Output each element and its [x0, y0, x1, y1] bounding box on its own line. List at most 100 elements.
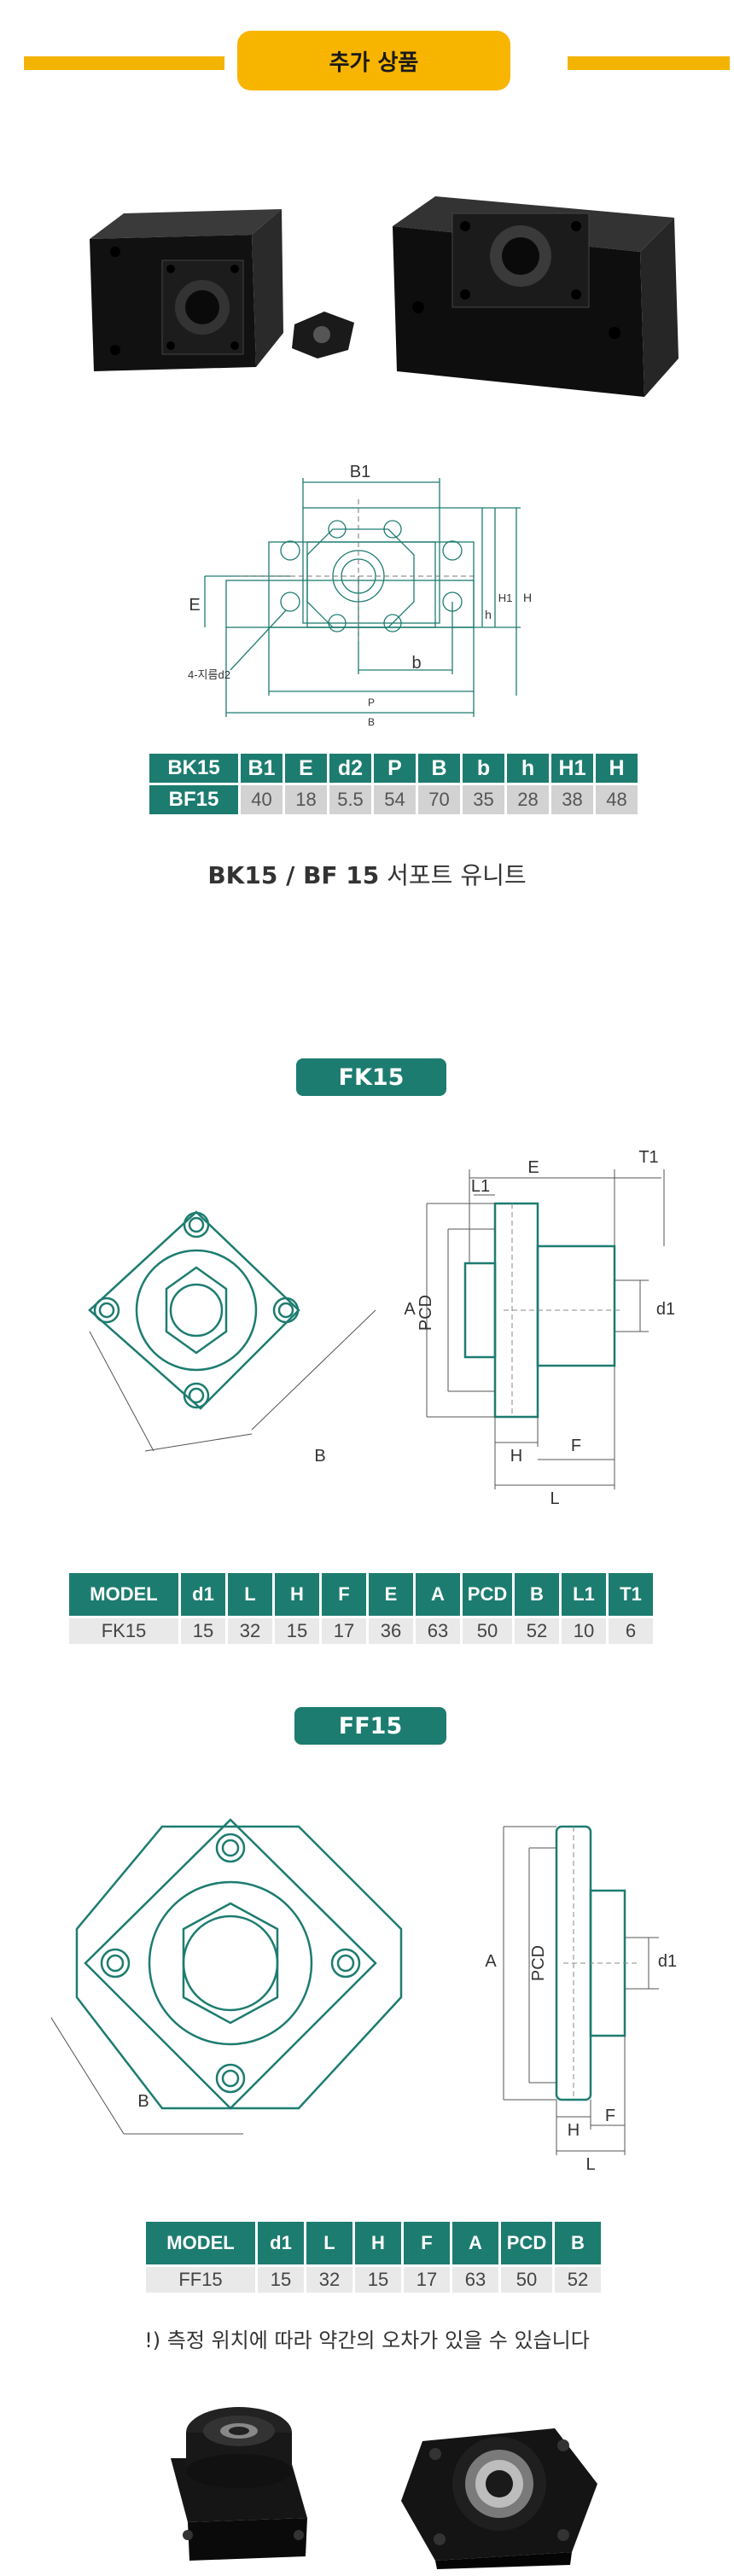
- header-bar-left: [24, 56, 224, 70]
- ff-header-h: H: [355, 2222, 401, 2264]
- bk-bf-dimension-diagram: B1 E H1 H h 4-지름d2 b P B: [188, 465, 532, 728]
- ff-value-b: 52: [555, 2267, 601, 2293]
- bk-value-h1: 38: [551, 785, 593, 814]
- fk-label-e: E: [527, 1158, 539, 1177]
- product-photo-bk-bf: [90, 196, 679, 397]
- ff-header-model: MODEL: [146, 2222, 255, 2264]
- fk-title: FK15: [296, 1058, 446, 1096]
- fk-value-pcd: 50: [463, 1618, 512, 1644]
- bk-label-e: E: [189, 596, 200, 615]
- bk-caption: BK15 / BF 15 서포트 유니트: [0, 857, 734, 891]
- ff-value-pcd: 50: [501, 2267, 552, 2293]
- bk-value-b1: 40: [241, 785, 283, 814]
- bk-table-value-row: BF15 40 18 5.5 54 70 35 28 38 48: [149, 785, 638, 814]
- fk-value-b: 52: [515, 1618, 559, 1644]
- bk-caption-rest: 서포트 유니트: [379, 861, 527, 889]
- fk-header-l: L: [228, 1573, 272, 1616]
- bk-value-h-small: 28: [507, 785, 549, 814]
- bk-value-b-small: 35: [463, 785, 504, 814]
- ff-header-pcd: PCD: [501, 2222, 552, 2264]
- fk-header-h: H: [275, 1573, 319, 1616]
- ff-value-d1: 15: [258, 2267, 304, 2293]
- ff-label-pcd: PCD: [529, 1945, 548, 1981]
- ff-label-d1: d1: [658, 1952, 677, 1971]
- ff-spec-table: MODEL d1 L H F A PCD B FF15 15 32 15 17 …: [143, 2219, 603, 2295]
- bf-row-label: BF15: [149, 785, 238, 814]
- ff-label-f: F: [605, 2107, 615, 2125]
- section-header: 추가 상품: [0, 26, 734, 94]
- bk-label-p: P: [368, 696, 375, 708]
- ff-label-a: A: [485, 1952, 497, 1971]
- ff-label-h: H: [568, 2121, 580, 2140]
- bk-value-d2: 5.5: [329, 785, 371, 814]
- bk-label-b: b: [411, 654, 421, 673]
- bk-header-h: H: [596, 754, 638, 783]
- fk-header-d1: d1: [181, 1573, 225, 1616]
- ff-header-f: F: [404, 2222, 450, 2264]
- fk-label-a: A: [404, 1300, 416, 1319]
- fk-header-pcd: PCD: [463, 1573, 512, 1616]
- bk-header-h-small: h: [507, 754, 549, 783]
- fk-value-a: 63: [416, 1618, 460, 1644]
- bk-header-b-small: b: [463, 754, 504, 783]
- ff-value-l: 32: [306, 2267, 352, 2293]
- fk-label-t1: T1: [638, 1148, 658, 1167]
- ff-label-b: B: [137, 2092, 149, 2111]
- bk-label-b-total: B: [368, 716, 375, 728]
- ff-value-model: FF15: [146, 2267, 255, 2293]
- ff-header-d1: d1: [258, 2222, 304, 2264]
- fk-label-d1: d1: [656, 1300, 675, 1319]
- ff-label-l: L: [585, 2155, 595, 2174]
- fk-value-h: 15: [275, 1618, 319, 1644]
- ff-header-l: L: [306, 2222, 352, 2264]
- bk-label-b1: B1: [350, 465, 370, 481]
- bk-label-d2: 4-지름d2: [188, 668, 230, 681]
- fk-header-e: E: [369, 1573, 413, 1616]
- bk-value-e: 18: [285, 785, 327, 814]
- ff-value-h: 15: [355, 2267, 401, 2293]
- fk-header-model: MODEL: [69, 1573, 178, 1616]
- fk-spec-table: MODEL d1 L H F E A PCD B L1 T1 FK15 15 3…: [67, 1571, 655, 1646]
- ff-table-header-row: MODEL d1 L H F A PCD B: [146, 2222, 601, 2264]
- ff-table-value-row: FF15 15 32 15 17 63 50 52: [146, 2267, 601, 2293]
- bk-caption-bold: BK15 / BF 15: [207, 861, 380, 889]
- bk-value-p: 54: [374, 785, 416, 814]
- bk-row-label: BK15: [149, 754, 238, 783]
- fk-label-pcd: PCD: [417, 1295, 435, 1331]
- fk-header-f: F: [322, 1573, 366, 1616]
- fk-label-b: B: [314, 1447, 325, 1466]
- fk-label-f: F: [571, 1437, 581, 1455]
- fk-value-model: FK15: [69, 1618, 178, 1644]
- ff-title: FF15: [294, 1707, 446, 1745]
- bk-header-b: B: [418, 754, 460, 783]
- measurement-note: !) 측정 위치에 따라 약간의 오차가 있을 수 있습니다: [144, 2328, 590, 2352]
- bk-header-b1: B1: [241, 754, 283, 783]
- fk-table-value-row: FK15 15 32 15 17 36 63 50 52 10 6: [69, 1618, 653, 1644]
- bk-label-h-lower: h: [485, 608, 492, 621]
- bk-bf-spec-table: BK15 B1 E d2 P B b h H1 H BF15 40 18 5.5…: [147, 751, 640, 817]
- fk-table-header-row: MODEL d1 L H F E A PCD B L1 T1: [69, 1573, 653, 1616]
- bk-header-e: E: [285, 754, 327, 783]
- fk-value-t1: 6: [609, 1618, 653, 1644]
- fk-value-e: 36: [369, 1618, 413, 1644]
- ff-dimension-diagram: A PCD d1 B H F L: [51, 1818, 677, 2174]
- bk-header-h1: H1: [551, 754, 593, 783]
- fk-label-h: H: [510, 1447, 522, 1466]
- fk-header-a: A: [416, 1573, 460, 1616]
- bk-value-b: 70: [418, 785, 460, 814]
- fk-label-l1: L1: [471, 1177, 490, 1196]
- fk-value-d1: 15: [181, 1618, 225, 1644]
- ff-header-a: A: [452, 2222, 498, 2264]
- bk-header-d2: d2: [329, 754, 371, 783]
- fk-header-l1: L1: [562, 1573, 606, 1616]
- fk-dimension-diagram: E T1 L1 A PCD d1 B H F L: [88, 1148, 675, 1508]
- fk-value-l: 32: [228, 1618, 272, 1644]
- fk-value-f: 17: [322, 1618, 366, 1644]
- fk-header-t1: T1: [609, 1573, 653, 1616]
- bk-value-h: 48: [596, 785, 638, 814]
- header-title: 추가 상품: [237, 31, 510, 90]
- bk-label-h1: H1: [498, 592, 513, 604]
- header-bar-right: [568, 56, 730, 70]
- bk-label-h-upper: H: [523, 591, 532, 604]
- fk-header-b: B: [515, 1573, 559, 1616]
